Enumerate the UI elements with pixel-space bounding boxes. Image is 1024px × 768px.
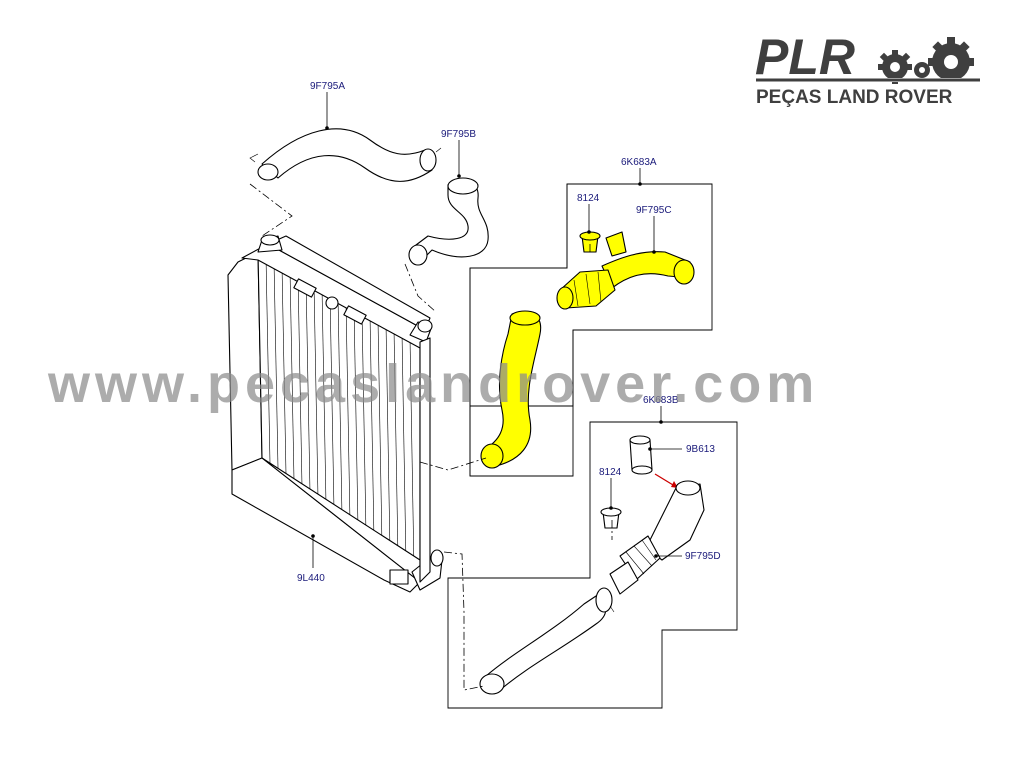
plr-logo: PLR PEÇAS LAND ROVER — [755, 29, 982, 108]
hose-lower-highlighted — [480, 310, 542, 469]
logo-subtitle: PEÇAS LAND ROVER — [756, 87, 953, 108]
gear-icon — [878, 37, 974, 84]
label-9b613: 9B613 — [686, 444, 715, 455]
label-9f795b: 9F795B — [441, 129, 476, 140]
label-6k683a: 6K683A — [621, 157, 657, 168]
label-8124-a: 8124 — [577, 193, 600, 204]
label-9f795d: 9F795D — [685, 551, 721, 562]
label-9f795c: 9F795C — [636, 205, 672, 216]
hose-9f795b — [408, 177, 489, 266]
clip-8124-b — [600, 507, 622, 529]
hose-9f795c — [556, 231, 695, 310]
sleeve-9b613 — [629, 435, 653, 475]
label-9l440: 9L440 — [297, 573, 325, 584]
pipe-9f795d — [609, 480, 705, 595]
connection-lines — [249, 183, 613, 691]
kit-6k683b — [447, 421, 738, 709]
kit-6k683a — [469, 183, 713, 477]
label-6k683b: 6K683B — [643, 395, 679, 406]
watermark-url: www.pecaslandrover.com — [47, 354, 819, 414]
label-9f795a: 9F795A — [310, 81, 345, 92]
label-8124-b: 8124 — [599, 467, 622, 478]
hose-9f795a — [249, 128, 442, 182]
logo-brand: PLR — [755, 29, 855, 85]
part-labels: 9F795A 9F795B 6K683A 8124 9F795C 6K683B … — [297, 81, 721, 584]
intercooler-radiator — [227, 234, 444, 593]
hose-lower-d — [479, 587, 615, 695]
